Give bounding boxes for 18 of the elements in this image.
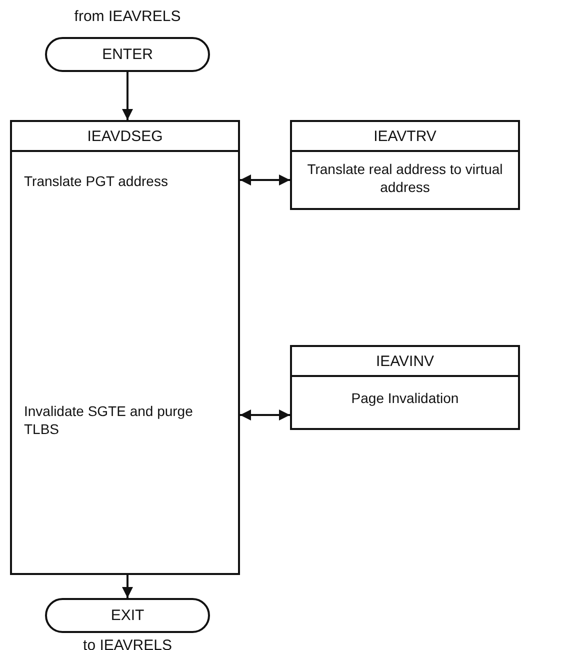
- process-box: [290, 345, 520, 430]
- box-text: Translate real address to virtual address: [306, 160, 504, 196]
- terminator-caption: to IEAVRELS: [82, 637, 173, 650]
- box-heading: IEAVDSEG: [87, 128, 163, 144]
- box-heading: IEAVTRV: [374, 128, 436, 144]
- box-text: Translate PGT address: [24, 172, 169, 190]
- terminator-caption: from IEAVRELS: [73, 8, 182, 25]
- terminator-label: ENTER: [102, 46, 153, 63]
- arrow: [240, 410, 290, 420]
- box-text: Page Invalidation: [350, 389, 460, 407]
- process-box: [290, 120, 520, 210]
- arrow: [122, 72, 133, 120]
- process-box: [10, 120, 240, 575]
- arrow: [240, 174, 290, 186]
- box-text: Invalidate SGTE and purge TLBS: [24, 402, 194, 438]
- box-heading: IEAVINV: [376, 352, 434, 370]
- arrow: [122, 575, 133, 598]
- terminator-label: EXIT: [110, 607, 144, 624]
